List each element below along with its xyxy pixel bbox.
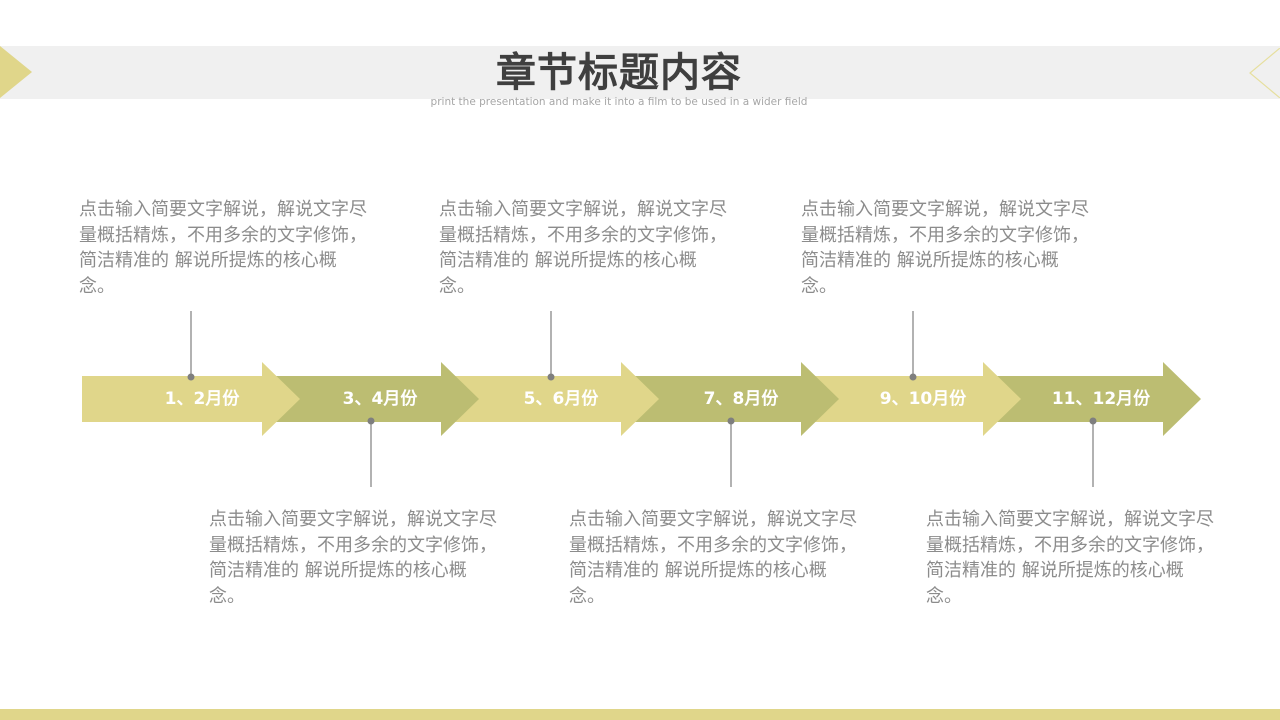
stage-description-6: 点击输入简要文字解说，解说文字尽量概括精炼，不用多余的文字修饰，简洁精准的 解说… <box>926 509 1214 607</box>
connector-stage-6 <box>1089 417 1097 487</box>
connector-stage-2 <box>367 417 375 487</box>
title-band <box>0 46 1280 99</box>
arrow-stage-5 <box>800 362 1021 436</box>
stage-description-3: 点击输入简要文字解说，解说文字尽量概括精炼，不用多余的文字修饰，简洁精准的 解说… <box>439 199 727 297</box>
connector-stage-4 <box>727 417 735 487</box>
stage-label-4: 7、8月份 <box>703 389 779 409</box>
connector-stage-1 <box>187 311 195 381</box>
stage-label-3: 5、6月份 <box>523 389 599 409</box>
stage-description-1: 点击输入简要文字解说，解说文字尽量概括精炼，不用多余的文字修饰，简洁精准的 解说… <box>79 199 367 297</box>
left-triangle-decoration <box>0 46 32 98</box>
stage-label-5: 9、10月份 <box>879 389 967 409</box>
arrow-stage-3 <box>440 362 659 436</box>
stage-description-4: 点击输入简要文字解说，解说文字尽量概括精炼，不用多余的文字修饰，简洁精准的 解说… <box>569 509 857 607</box>
connector-stage-3 <box>547 311 555 381</box>
arrow-stage-4 <box>620 362 839 436</box>
stage-description-5: 点击输入简要文字解说，解说文字尽量概括精炼，不用多余的文字修饰，简洁精准的 解说… <box>801 199 1089 297</box>
stage-label-2: 3、4月份 <box>342 389 418 409</box>
page-title: 章节标题内容 <box>496 50 742 96</box>
stage-label-1: 1、2月份 <box>164 389 240 409</box>
arrow-stage-2 <box>260 362 479 436</box>
right-chevron-decoration <box>1249 48 1280 98</box>
arrow-stage-1 <box>82 362 300 436</box>
bottom-accent-bar <box>0 709 1280 720</box>
stage-label-6: 11、12月份 <box>1051 389 1151 409</box>
stage-description-2: 点击输入简要文字解说，解说文字尽量概括精炼，不用多余的文字修饰，简洁精准的 解说… <box>209 509 497 607</box>
arrow-stage-6 <box>980 362 1201 436</box>
page-subtitle: print the presentation and make it into … <box>430 96 808 108</box>
connector-stage-5 <box>909 311 917 381</box>
